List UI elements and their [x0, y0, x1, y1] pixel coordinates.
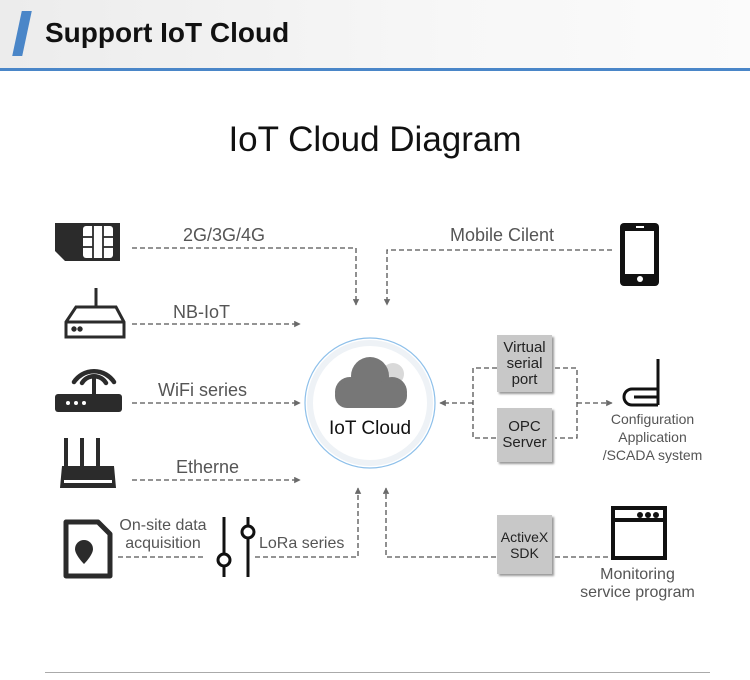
activex-line2: SDK — [510, 544, 539, 561]
label-nb-iot: NB-IoT — [173, 302, 231, 322]
cloud-icon — [335, 357, 407, 408]
scada-line3: /SCADA system — [602, 447, 703, 463]
label-wifi: WiFi series — [158, 380, 247, 400]
section-title: Support IoT Cloud — [45, 17, 290, 48]
label-ethernet: Etherne — [176, 457, 240, 477]
wifi-router-icon — [55, 369, 122, 412]
opc-server-box: OPC Server — [497, 408, 552, 462]
monitoring-line1: Monitoring — [600, 566, 675, 583]
nb-iot-router-icon — [64, 288, 126, 339]
footer-divider — [45, 672, 710, 673]
label-monitoring: Monitoring service program — [570, 566, 705, 602]
activex-line1: ActiveX — [500, 528, 549, 545]
diagram-title: IoT Cloud Diagram — [228, 120, 522, 159]
vsp-line3: port — [511, 370, 538, 388]
opc-line1: OPC — [508, 418, 541, 435]
connector-mobile — [383, 249, 612, 306]
label-lora: LoRa series — [259, 535, 345, 552]
section-header — [0, 0, 750, 68]
smartphone-icon — [620, 223, 659, 286]
scada-line2: Application — [618, 429, 687, 445]
connector-lora-2 — [255, 487, 362, 558]
scada-icon — [622, 359, 660, 407]
cloud-label: IoT Cloud — [328, 418, 412, 439]
label-scada: Configuration Application /SCADA system — [595, 410, 710, 464]
label-mobile: Mobile Cilent — [450, 225, 555, 245]
vsp-line2: serial — [506, 354, 543, 372]
vsp-line1: Virtual — [503, 338, 546, 356]
data-file-icon — [63, 519, 113, 579]
label-on-site-data: On-site data acquisition — [113, 517, 213, 553]
ethernet-router-icon — [60, 438, 116, 488]
connector-middleware-left — [472, 367, 497, 439]
header-underline — [0, 68, 750, 71]
connector-middleware-right — [555, 367, 578, 439]
connector-2g-3g-4g — [132, 247, 360, 306]
opc-line2: Server — [502, 434, 547, 451]
virtual-serial-port-box: Virtual serial port — [497, 335, 552, 392]
label-on-site-line1: On-site data — [119, 517, 207, 534]
sim-card-icon — [55, 223, 120, 261]
monitoring-line2: service program — [580, 584, 695, 601]
window-icon — [611, 506, 667, 560]
activex-sdk-box: ActiveX SDK — [497, 515, 552, 574]
scada-line1: Configuration — [610, 411, 695, 427]
label-2g-3g-4g: 2G/3G/4G — [183, 225, 266, 245]
sliders-icon — [216, 517, 256, 577]
label-on-site-line2: acquisition — [125, 535, 201, 552]
